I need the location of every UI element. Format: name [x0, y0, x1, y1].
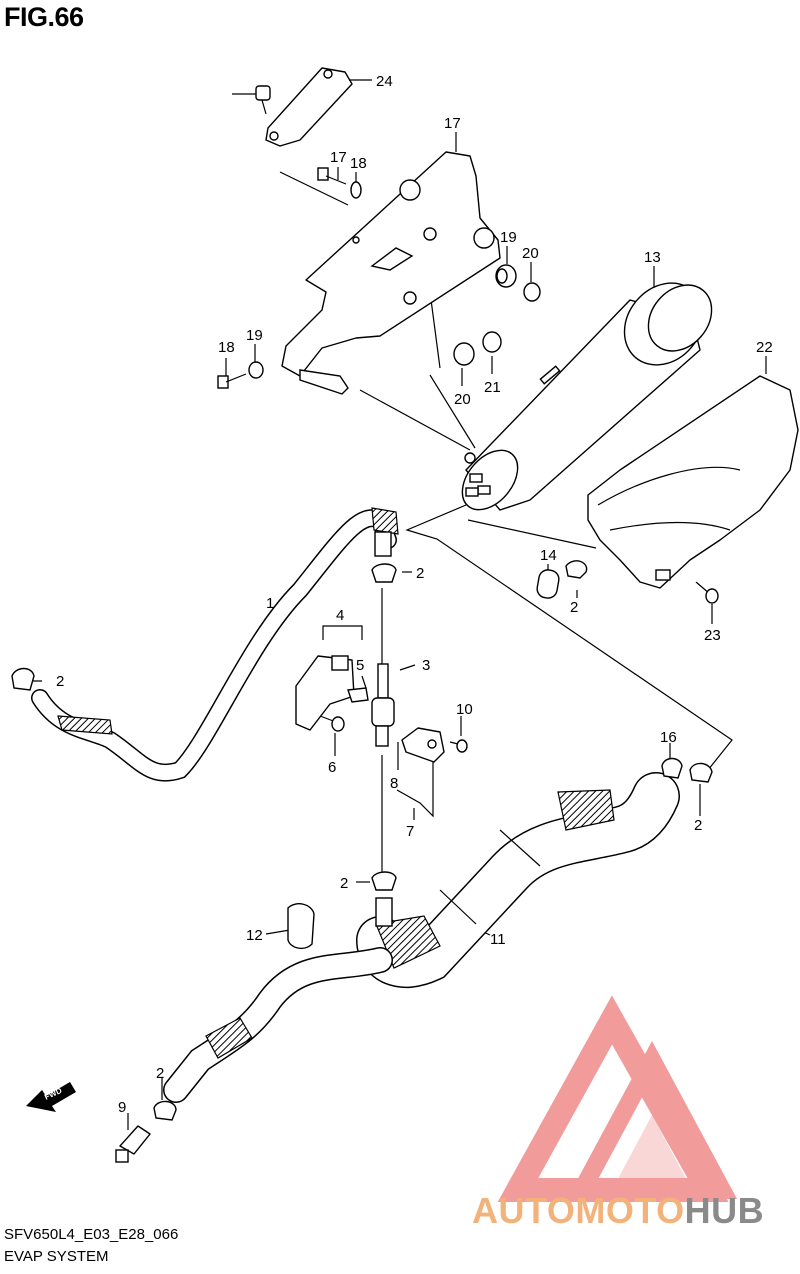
clamp-part-2-hose-top: [371, 563, 397, 583]
callout-12: 9: [118, 1099, 126, 1116]
callout-20-lower: 21: [484, 379, 501, 396]
callout-16: 17: [444, 115, 461, 132]
callout-2-canister: 2: [570, 599, 578, 616]
collar-part-20-upper: [523, 282, 541, 302]
callout-23: 24: [376, 73, 393, 90]
callout-5: 5: [356, 657, 364, 674]
collar-part-20-lower: [482, 331, 502, 353]
callout-6: 6: [328, 759, 336, 776]
cap-part-14: [536, 569, 560, 599]
callout-11: 12: [246, 927, 263, 944]
callout-14: 14: [540, 547, 557, 564]
callout-7: 7: [406, 823, 414, 840]
screw-part-9: [449, 739, 468, 753]
bolt-part-24: [255, 85, 271, 115]
watermark-logo: [497, 995, 738, 1202]
callout-18-lower: 19: [246, 327, 263, 344]
clamp-part-2-bottom: [153, 1100, 177, 1121]
callout-labels: 24 17 17 18 19 20 13 18 19 22 20 21 14 2…: [56, 73, 773, 1116]
callout-2-hose-top: 2: [416, 565, 424, 582]
clamp-part-2-canister: [565, 560, 588, 579]
clamp-part-2-hose-left: [11, 667, 35, 691]
canister-part-13: [461, 282, 713, 511]
joint-part-12: [115, 1125, 151, 1163]
watermark-brand-gray: HUB: [684, 1190, 765, 1231]
bracket-part-23: [265, 67, 353, 147]
callout-10: 11: [490, 931, 506, 948]
callout-3: 3: [422, 657, 430, 674]
callout-18-upper: 18: [350, 155, 367, 172]
callout-15: 16: [660, 729, 677, 746]
callout-2-lower-right: 2: [694, 817, 702, 834]
grommet-part-19-lower: [453, 342, 475, 366]
clip-part-5: [347, 687, 369, 703]
callout-19-upper: 19: [500, 229, 517, 246]
bracket-part-4: [295, 655, 355, 731]
callout-1: 1: [266, 595, 274, 612]
callout-13: 13: [644, 249, 661, 266]
callout-2-lower-top: 2: [340, 875, 348, 892]
figure-title: FIG.66: [4, 2, 84, 32]
callout-9: 10: [456, 701, 473, 718]
bracket-part-8: [401, 727, 445, 763]
clip-part-11: [287, 903, 315, 950]
cover-part-21: [587, 375, 799, 589]
screw-part-22: [695, 581, 719, 604]
callout-2-bottom: 2: [156, 1065, 164, 1082]
callout-17-upper: 17: [330, 149, 347, 166]
clamp-part-2-lower-top: [371, 871, 397, 891]
callout-20-upper: 20: [522, 245, 539, 262]
callout-17-lower: 18: [218, 339, 235, 356]
callout-21: 22: [756, 339, 773, 356]
clamp-part-2-lower-right: [689, 762, 713, 783]
figure-code: SFV650L4_E03_E28_066: [4, 1226, 179, 1243]
clamp-part-15: [661, 757, 683, 779]
callout-22: 23: [704, 627, 721, 644]
bolt-part-6: [319, 715, 345, 732]
fwd-direction-arrow: FWD: [26, 1082, 76, 1112]
callout-4: 4: [336, 607, 344, 624]
hose-part-1: [31, 507, 399, 782]
washer-part-18-lower: [248, 361, 264, 379]
hose-part-10-tail: [163, 947, 393, 1103]
hose-part-10: [356, 772, 680, 988]
valve-part-3: [371, 663, 395, 747]
callout-2-hose-left: 2: [56, 673, 64, 690]
bracket-part-16: [281, 151, 501, 395]
figure-name: EVAP SYSTEM: [4, 1248, 109, 1265]
washer-part-18-upper: [350, 181, 362, 199]
watermark-brand-text: AUTOMOTOHUB: [472, 1190, 764, 1232]
leader-lines: [22, 79, 767, 1130]
bolt-part-17-upper: [317, 167, 347, 185]
bolt-part-17-lower: [217, 373, 247, 389]
callout-19-lower: 20: [454, 391, 471, 408]
watermark-brand-colored: AUTOMOTO: [472, 1190, 685, 1231]
callout-8: 8: [390, 775, 398, 792]
grommet-part-19-upper: [495, 264, 517, 288]
